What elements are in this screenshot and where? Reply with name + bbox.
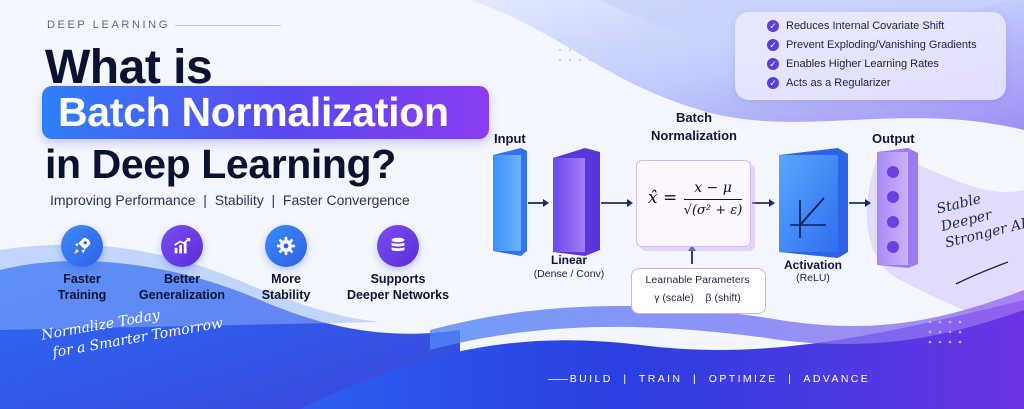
input-block xyxy=(493,148,527,256)
bn-label: Normalization xyxy=(634,128,754,143)
check-icon: ✓ xyxy=(767,58,779,70)
feature-label-line: Training xyxy=(57,287,107,302)
gear-icon xyxy=(276,236,296,256)
footer-divider-left xyxy=(548,379,568,380)
learnable-parameters-values: γ (scale) β (shift) xyxy=(654,292,741,304)
feature-label-line: Deeper Networks xyxy=(346,287,450,302)
feature-icon-circle xyxy=(377,225,419,267)
database-icon xyxy=(391,237,405,252)
title-line-3: in Deep Learning? xyxy=(45,141,396,187)
feature-label-line: More xyxy=(271,272,301,286)
arrow-head xyxy=(865,199,871,207)
title-highlight-pill xyxy=(42,86,489,139)
check-icon: ✓ xyxy=(767,77,779,89)
network-diagram xyxy=(493,148,918,268)
arrow-head xyxy=(769,199,775,207)
linear-sub-label: (Dense / Conv) xyxy=(533,268,605,280)
check-icon: ✓ xyxy=(767,20,779,32)
check-icon: ✓ xyxy=(767,39,779,51)
feature-label-faster-training: Faster Training xyxy=(7,272,157,303)
benefit-item: ✓ Acts as a Regularizer xyxy=(767,77,891,89)
arrow-head xyxy=(688,245,696,251)
learnable-parameters-box xyxy=(631,268,766,314)
activation-sub-label: (ReLU) xyxy=(796,272,830,284)
feature-icon-circle xyxy=(265,225,307,267)
title-highlight: Batch Normalization xyxy=(58,89,449,135)
linear-block xyxy=(553,148,600,256)
batch-norm-formula-box xyxy=(636,160,751,247)
arrow-head xyxy=(627,199,633,207)
benefits-panel xyxy=(735,12,1006,100)
output-block xyxy=(877,148,918,268)
feature-label-supports-deeper-networks: Supports Deeper Networks xyxy=(323,272,473,303)
input-label: Input xyxy=(494,131,526,146)
feature-icon-circle xyxy=(161,225,203,267)
feature-label-line: Stability xyxy=(261,287,311,302)
linear-label: Linear xyxy=(550,253,587,267)
bn-label-line: Batch xyxy=(675,110,713,125)
feature-label-better-generalization: Better Generalization xyxy=(107,272,257,303)
formula-denominator: √(σ² + ε) xyxy=(683,203,743,218)
tagline-underline xyxy=(955,261,1009,285)
feature-label-line: Supports xyxy=(370,272,426,286)
formula-numerator: x − μ xyxy=(694,180,732,196)
output-label: Output xyxy=(872,131,915,146)
benefit-item: ✓ Reduces Internal Covariate Shift xyxy=(767,20,944,32)
title-line-1: What is xyxy=(45,41,213,94)
feature-label-more-stability: More Stability xyxy=(211,272,361,303)
formula-lhs: x̂ = xyxy=(648,188,678,208)
feature-label-line: Better xyxy=(163,272,201,286)
benefit-text: Enables Higher Learning Rates xyxy=(786,58,939,70)
benefit-text: Reduces Internal Covariate Shift xyxy=(786,20,945,32)
arrow-head xyxy=(543,199,549,207)
learnable-parameters-title: Learnable Parameters xyxy=(645,274,750,286)
activation-block xyxy=(779,148,848,258)
benefit-text: Prevent Exploding/Vanishing Gradients xyxy=(786,39,977,51)
rocket-icon xyxy=(73,237,91,255)
bn-label-line: Normalization xyxy=(651,128,737,143)
activation-label: Activation xyxy=(783,258,842,272)
feature-label-line: Generalization xyxy=(138,287,226,302)
eyebrow-divider xyxy=(175,25,281,26)
formula-fraction-bar xyxy=(684,199,742,201)
footer-tagline: BUILD | TRAIN | OPTIMIZE | ADVANCE xyxy=(569,373,871,385)
feature-icon-circle xyxy=(61,225,103,267)
subtitle: Improving Performance | Stability | Fast… xyxy=(50,192,410,208)
eyebrow-label: DEEP LEARNING xyxy=(47,19,170,31)
bn-label: Batch xyxy=(654,110,734,125)
benefit-text: Acts as a Regularizer xyxy=(786,77,891,89)
feature-label-line: Faster xyxy=(63,272,101,286)
bar-chart-icon xyxy=(174,237,191,254)
benefit-item: ✓ Prevent Exploding/Vanishing Gradients xyxy=(767,39,977,51)
benefit-item: ✓ Enables Higher Learning Rates xyxy=(767,58,939,70)
